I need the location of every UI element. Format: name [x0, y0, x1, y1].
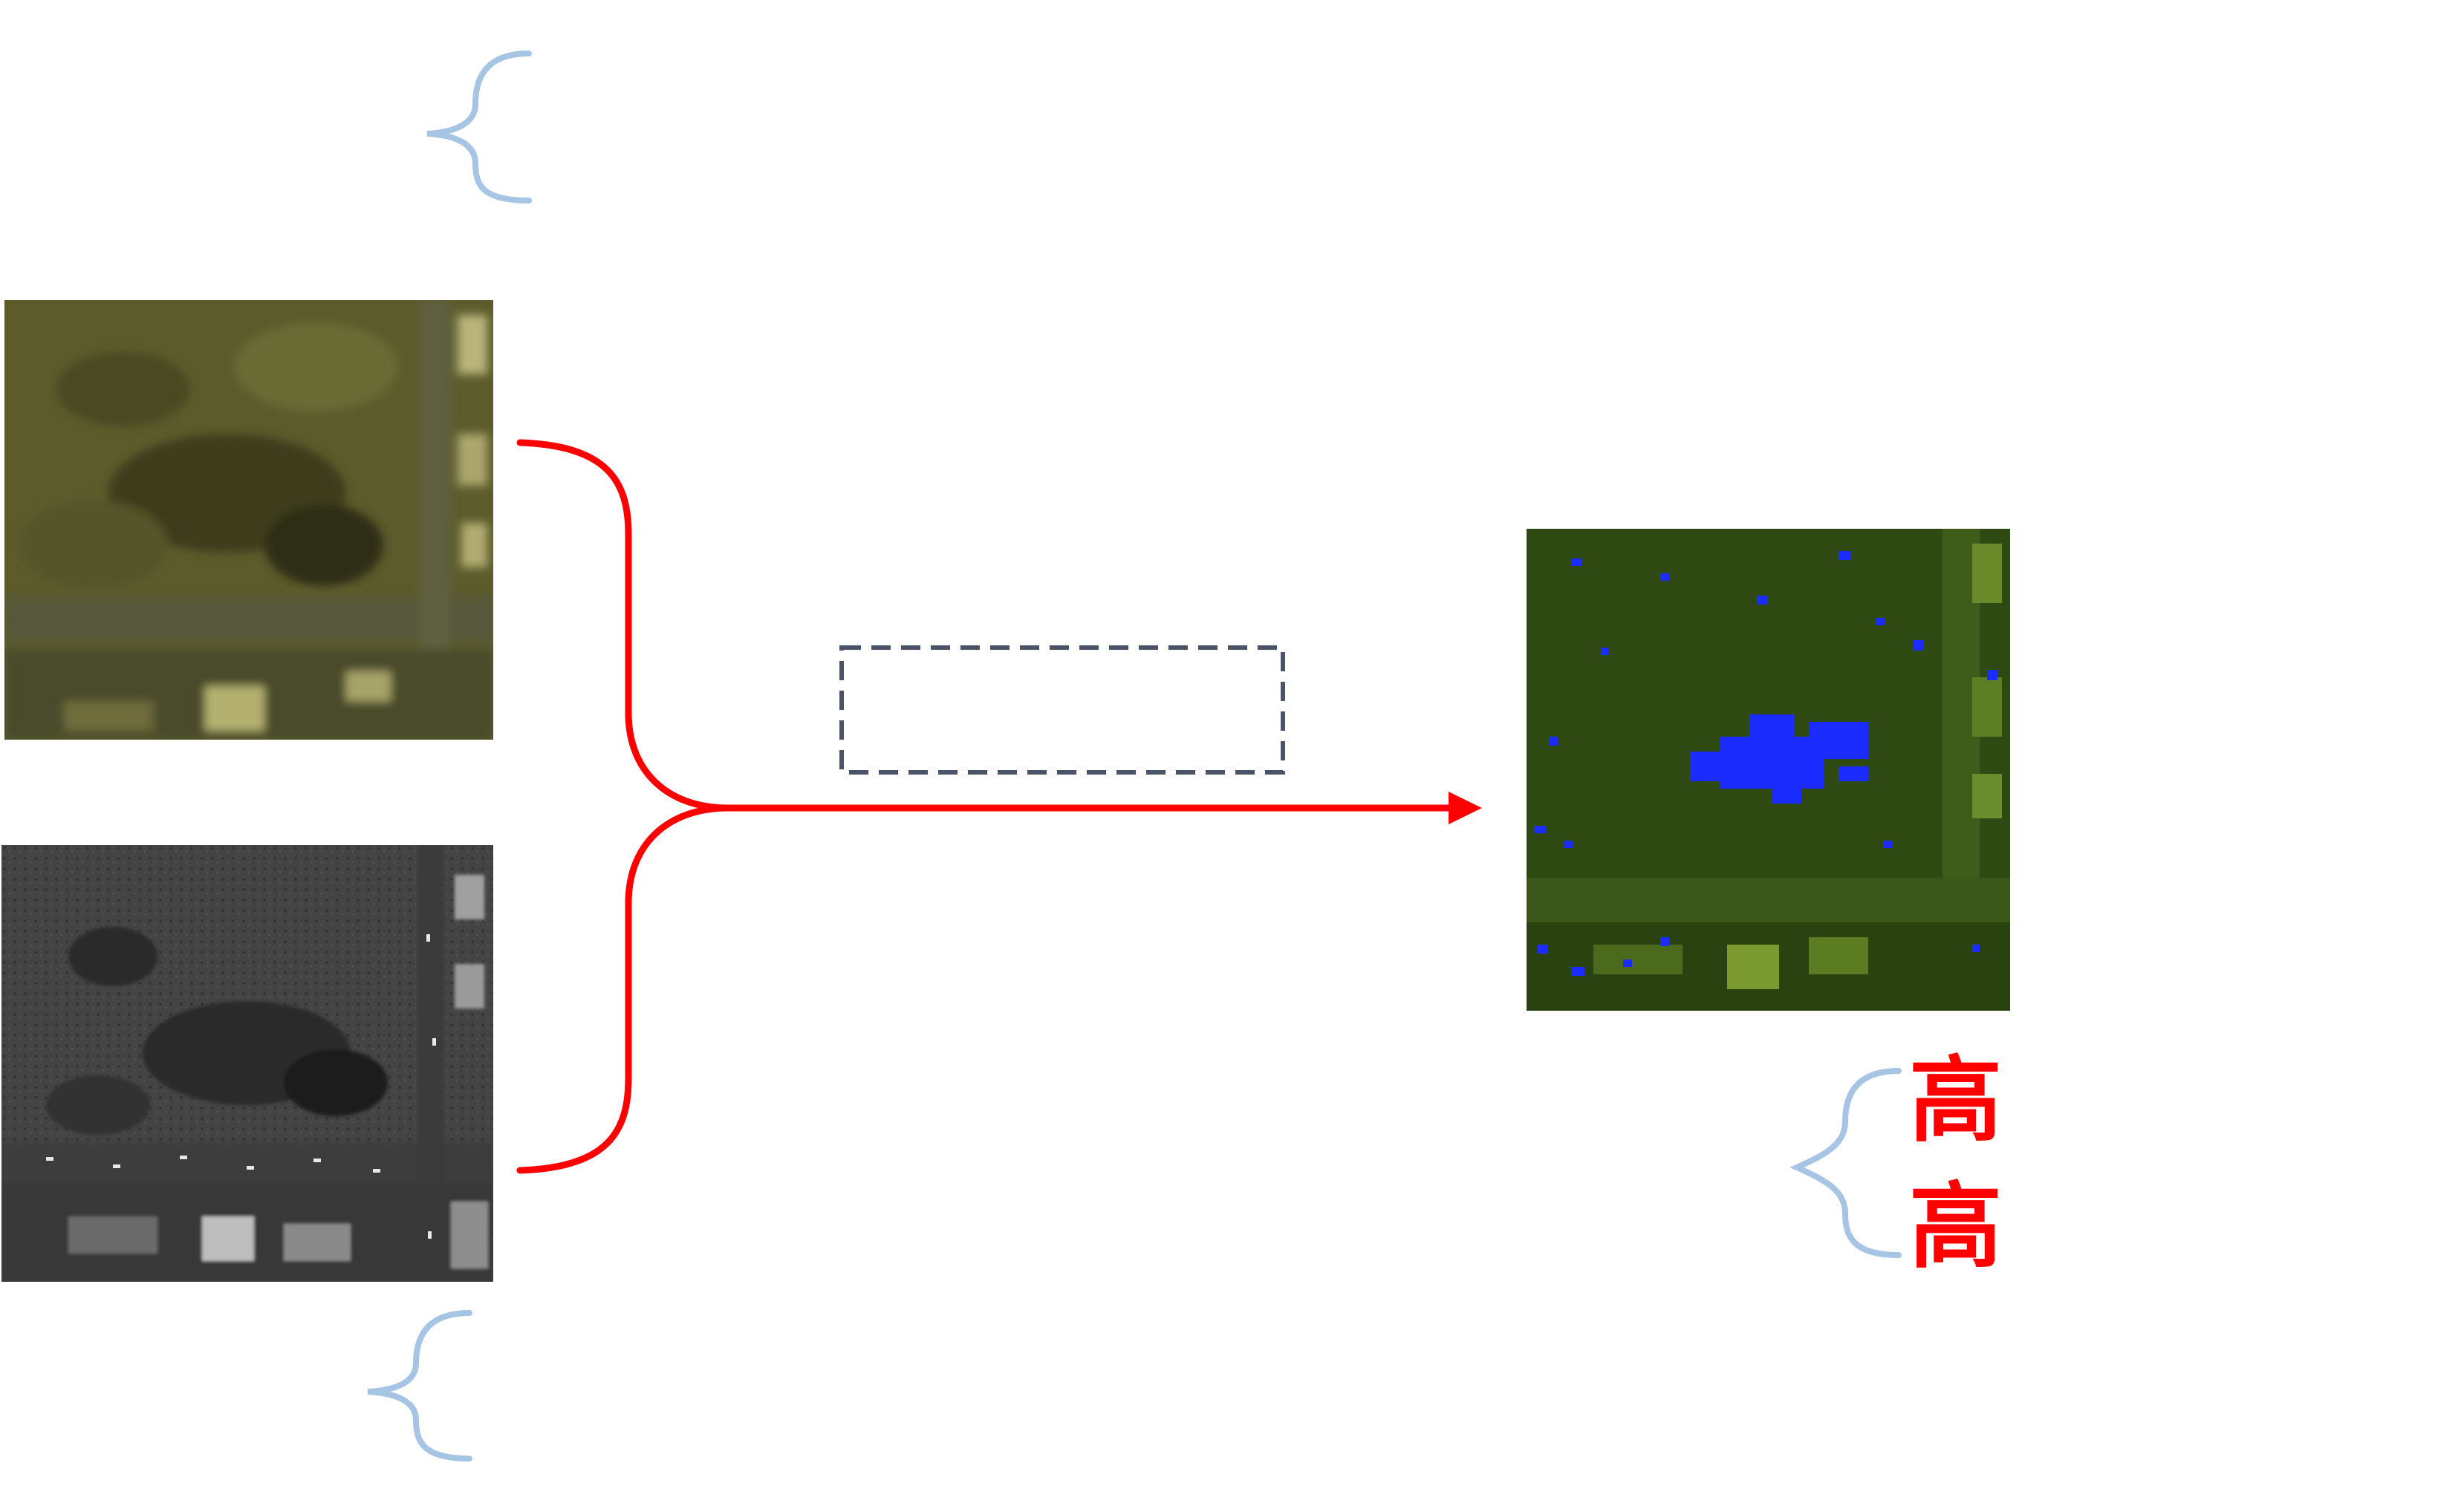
top-left-brace — [426, 50, 532, 203]
dashed-placeholder-box — [839, 645, 1285, 775]
output-label-1: 高 — [1909, 1047, 2002, 1155]
output-label-brace — [1790, 1068, 1902, 1258]
panchromatic-image — [1, 845, 493, 1282]
bottom-left-brace — [367, 1310, 472, 1462]
output-label-2: 高 — [1909, 1173, 2002, 1281]
panchromatic-image-icon — [1, 845, 493, 1282]
multispectral-image — [4, 300, 493, 740]
multispectral-image-icon — [4, 300, 493, 740]
arrow-head — [1449, 792, 1482, 824]
lower-merge-curve — [516, 804, 732, 1174]
fused-image — [1527, 529, 2010, 1011]
upper-merge-curve — [516, 439, 732, 812]
fused-image-icon — [1527, 529, 2010, 1011]
